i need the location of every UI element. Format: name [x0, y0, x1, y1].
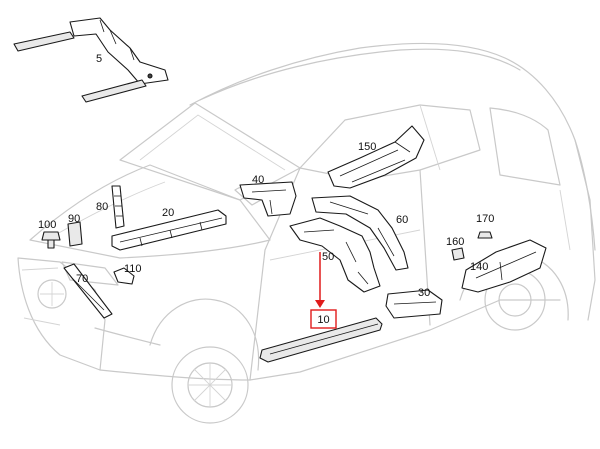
- callout-labels: 5 150 40 80 20 100 90 110 70 60 50 30 17…: [38, 53, 494, 299]
- part-80-vertical-bracket: [111, 185, 125, 229]
- callout-80: 80: [96, 201, 108, 213]
- part-70-front-rail: [63, 263, 113, 319]
- callout-5: 5: [96, 53, 102, 65]
- callout-170: 170: [476, 213, 494, 225]
- part-150-pillar-reinforcement: [327, 125, 425, 189]
- part-60-middle-pillar: [311, 195, 409, 271]
- callout-70: 70: [76, 273, 88, 285]
- callout-100: 100: [38, 219, 56, 231]
- part-90-small-bracket: [67, 221, 83, 247]
- callout-10: 10: [317, 314, 329, 326]
- callout-60: 60: [396, 214, 408, 226]
- part-40-bracket: [239, 181, 297, 217]
- part-50-lower-pillar: [289, 217, 381, 293]
- callout-20: 20: [162, 207, 174, 219]
- highlight-arrow-head: [315, 300, 325, 308]
- callout-30: 30: [418, 287, 430, 299]
- callout-150: 150: [358, 141, 376, 153]
- part-20-cross-member: [111, 209, 227, 251]
- callout-160: 160: [446, 236, 464, 248]
- callout-50: 50: [322, 251, 334, 263]
- highlight-box: [310, 309, 337, 329]
- part-100-bolt-icon: [41, 231, 61, 249]
- callout-40: 40: [252, 174, 264, 186]
- part-10-rocker-panel: [259, 317, 383, 363]
- highlight-callout-10: 10: [310, 252, 337, 329]
- part-170-cap: [477, 231, 493, 239]
- part-110-clip: [113, 267, 135, 285]
- part-30-rear-rocker: [385, 289, 443, 319]
- vehicle-outline: [17, 42, 596, 424]
- callout-110: 110: [124, 263, 142, 275]
- part-140-rear-quarter: [461, 239, 547, 293]
- callout-140: 140: [470, 261, 488, 273]
- part-5-bracket-assembly: [13, 17, 169, 103]
- callout-90: 90: [68, 213, 80, 225]
- part-160-clip: [451, 247, 465, 261]
